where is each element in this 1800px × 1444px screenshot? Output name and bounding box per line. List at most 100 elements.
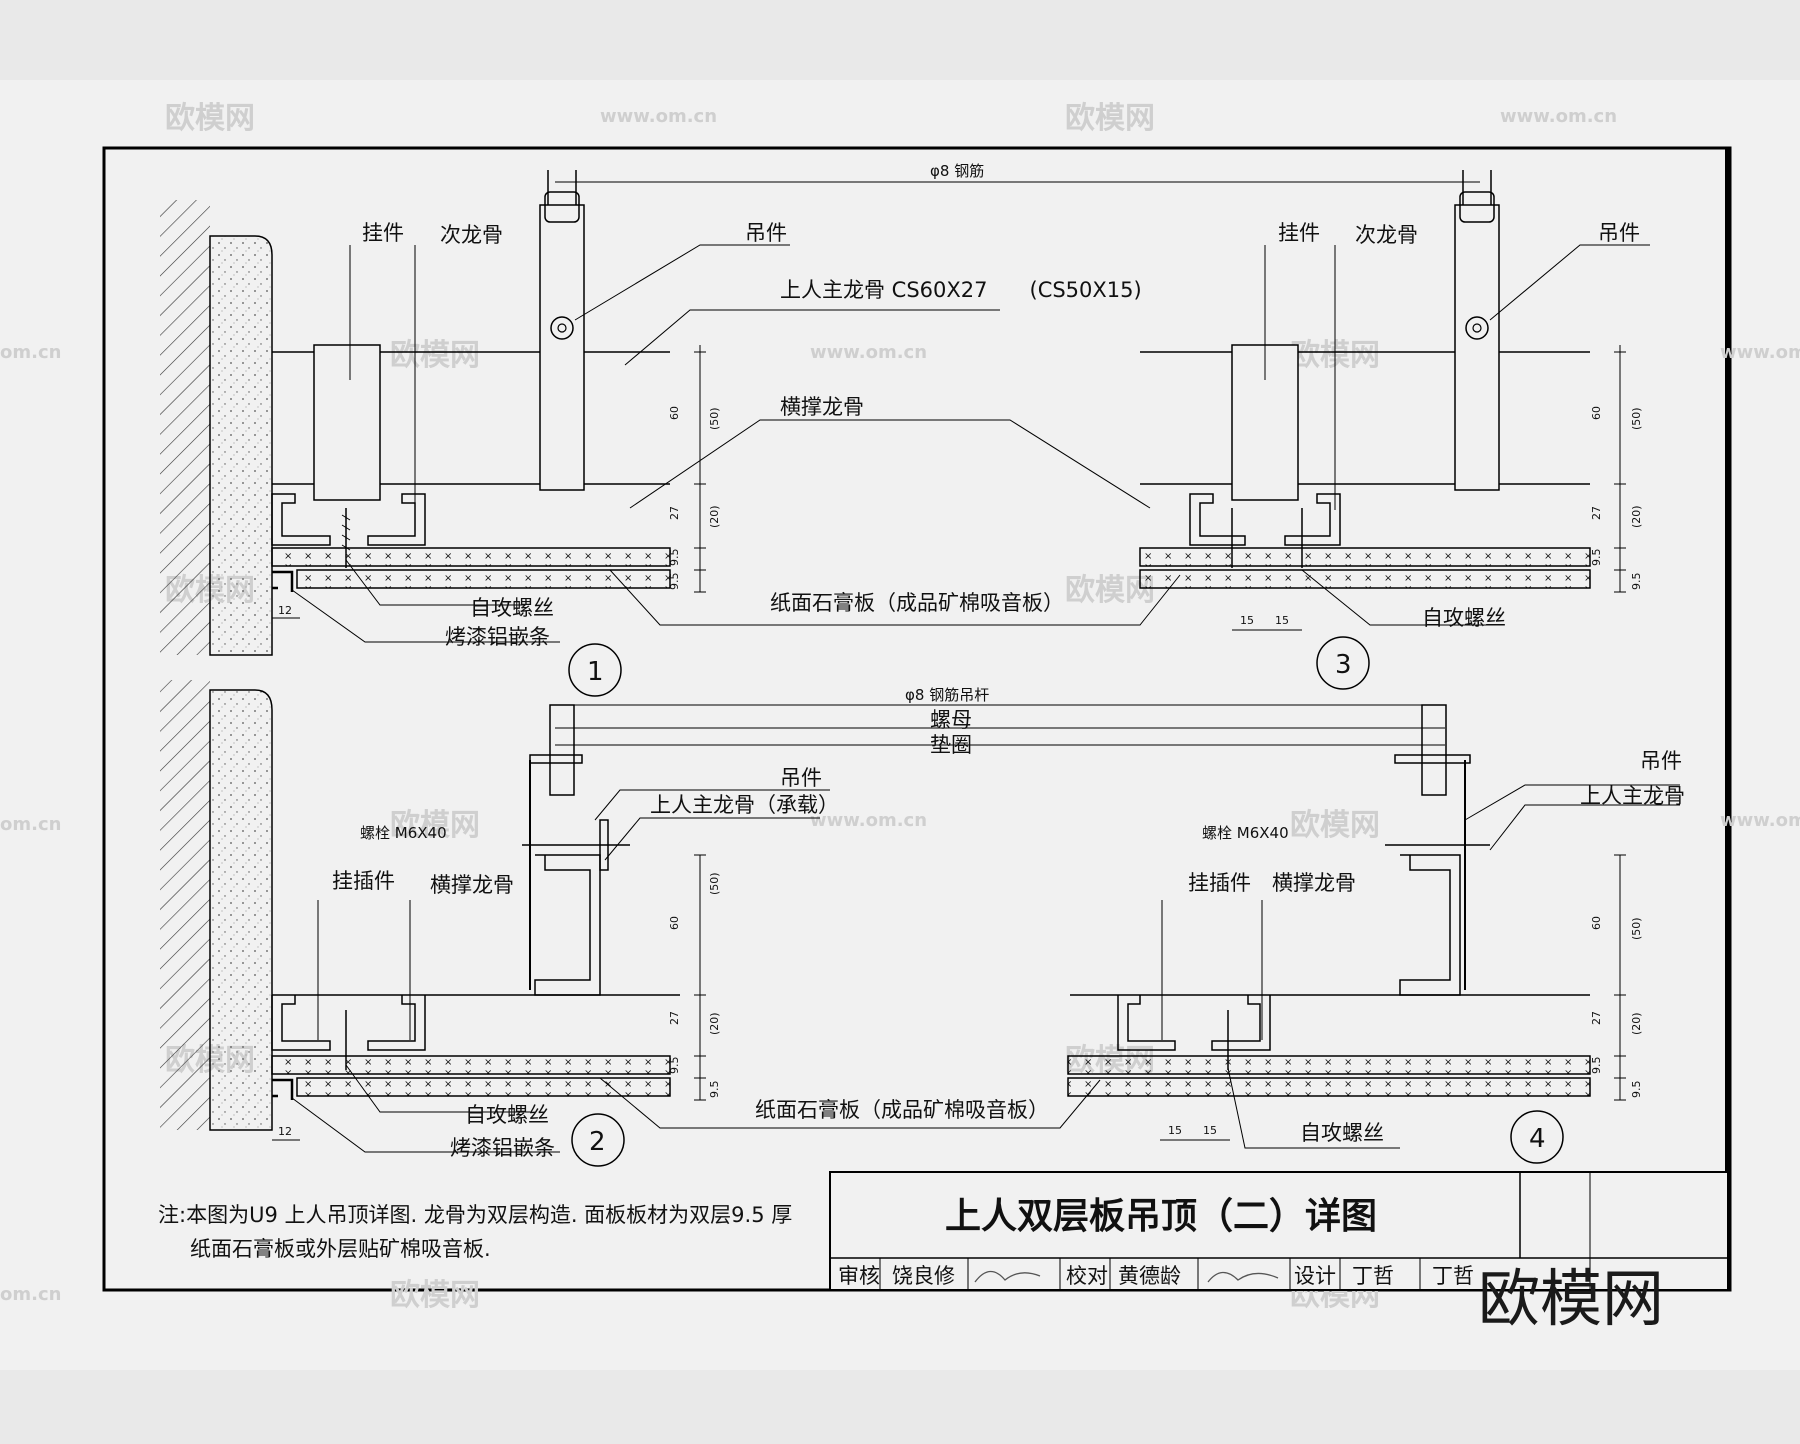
watermark-url: om.cn — [0, 342, 61, 363]
label-screw: 自攻螺丝 — [465, 1103, 549, 1127]
signature-icon — [1207, 1271, 1279, 1283]
wall-hatch — [160, 200, 210, 655]
c-channel — [271, 995, 331, 1051]
gypsum-board — [1139, 547, 1591, 567]
dim-9-5: 9.5 — [1630, 573, 1643, 591]
rebar-rod — [549, 704, 575, 796]
alu-strip — [272, 1078, 294, 1100]
label-rebar: φ8 钢筋 — [930, 162, 984, 180]
watermark-brand: 欧模网 — [165, 101, 255, 136]
tb-designer-sign: 丁哲 — [1432, 1264, 1474, 1288]
c-channel — [367, 493, 426, 546]
tb-checker: 黄德龄 — [1118, 1264, 1181, 1288]
gypsum-board — [271, 547, 671, 567]
c-channel — [271, 493, 331, 546]
label-insert: 挂插件 — [1188, 871, 1251, 895]
drawing-title: 上人双层板吊顶（二）详图 — [945, 1196, 1377, 1237]
c-channel — [1189, 493, 1246, 546]
watermark-url: www.om.cn — [1500, 106, 1617, 127]
detail-marker-1 — [568, 643, 622, 697]
wall-hatch — [160, 680, 210, 1130]
label-hanger-part: 吊件 — [1640, 749, 1682, 773]
gypsum-board — [296, 569, 671, 589]
watermark-url: www.om.cn — [1720, 342, 1800, 363]
hook-part — [313, 344, 381, 501]
dim-9-5: 9.5 — [668, 1057, 681, 1075]
dim-12: 12 — [278, 1125, 292, 1138]
bolt-icon — [1465, 316, 1489, 340]
label-rebar-rod: φ8 钢筋吊杆 — [905, 686, 989, 704]
dim-27: 27 — [1590, 506, 1603, 520]
watermark-brand: 欧模网 — [390, 1278, 480, 1313]
paper — [0, 80, 1800, 1370]
wall-plaster — [209, 689, 273, 1131]
gypsum-board — [271, 1055, 671, 1075]
label-cross-keel: 横撑龙骨 — [780, 395, 864, 419]
watermark-url: om.cn — [0, 814, 61, 835]
dim-20: (20) — [1630, 1012, 1643, 1035]
main-keel-load — [534, 854, 601, 996]
dim-9-5: 9.5 — [708, 1081, 721, 1099]
hanger — [1454, 204, 1500, 491]
label-main-keel-load: 上人主龙骨（承载） — [650, 793, 839, 817]
detail-1: 60 (50) 27 (20) 9.5 9.5 12 挂件 次龙骨 吊件 上人主… — [160, 162, 1480, 697]
tb-designer: 丁哲 — [1352, 1264, 1394, 1288]
label-screw: 自攻螺丝 — [470, 596, 554, 620]
dim-60: 60 — [668, 916, 681, 930]
label-hanger-part: 吊件 — [1598, 221, 1640, 245]
watermark-url: www.om.cn — [1720, 810, 1800, 831]
dim-50: (50) — [1630, 917, 1643, 940]
dim-50: (50) — [1630, 407, 1643, 430]
watermark-brand: 欧模网 — [1065, 101, 1155, 136]
detail-marker-4 — [1510, 1110, 1564, 1164]
watermark-url: om.cn — [0, 1284, 61, 1305]
detail-number-4: 4 — [1529, 1124, 1546, 1154]
tb-reviewer: 饶良修 — [892, 1264, 955, 1288]
c-channel — [1211, 995, 1271, 1051]
watermark-url: www.om.cn — [600, 106, 717, 127]
detail-number-1: 1 — [587, 657, 604, 687]
dim-60: 60 — [1590, 916, 1603, 930]
label-hook: 挂件 — [362, 221, 404, 245]
watermark-brand: 欧模网 — [390, 338, 480, 373]
watermark-url: www.om.cn — [810, 342, 927, 363]
label-main-keel: 上人主龙骨 — [1580, 784, 1685, 808]
detail-marker-3 — [1316, 636, 1370, 690]
c-channel — [367, 995, 426, 1051]
note-line-1: 注:本图为U9 上人吊顶详图. 龙骨为双层构造. 面板板材为双层9.5 厚 — [158, 1203, 792, 1227]
detail-4: 60 (50) 27 (20) 9.5 9.5 15 15 吊件 上人主龙骨 螺… — [1067, 704, 1685, 1164]
hanger — [539, 204, 585, 491]
watermark-url: www.om.cn — [810, 810, 927, 831]
dim-9-5: 9.5 — [668, 549, 681, 567]
label-washer: 垫圈 — [930, 733, 972, 757]
detail-marker-2 — [571, 1113, 625, 1167]
dim-27: 27 — [668, 1011, 681, 1025]
label-insert: 挂插件 — [332, 869, 395, 893]
dim-50: (50) — [708, 872, 721, 895]
dim-15: 15 — [1168, 1124, 1182, 1137]
c-channel — [1117, 995, 1176, 1051]
dim-50: (50) — [708, 407, 721, 430]
dim-20: (20) — [708, 505, 721, 528]
dim-27: 27 — [1590, 1011, 1603, 1025]
watermark-brand: 欧模网 — [390, 808, 480, 843]
dim-12: 12 — [278, 604, 292, 617]
watermark-logo: 欧模网 — [1478, 1262, 1664, 1335]
wall-plaster — [209, 235, 273, 656]
label-nut: 螺母 — [930, 708, 972, 732]
label-bolt: 螺栓 M6X40 — [1202, 824, 1289, 842]
dim-9-5: 9.5 — [1630, 1081, 1643, 1099]
alu-strip — [272, 570, 294, 592]
label-screw: 自攻螺丝 — [1300, 1121, 1384, 1145]
dim-9-5: 9.5 — [668, 573, 681, 591]
label-cross-keel: 横撑龙骨 — [430, 873, 514, 897]
label-cross-keel: 横撑龙骨 — [1272, 871, 1356, 895]
label-secondary-keel: 次龙骨 — [1355, 223, 1418, 247]
label-main-keel: 上人主龙骨 CS60X27 (CS50X15) — [780, 278, 1142, 302]
rebar-rod — [1421, 704, 1447, 796]
tb-check-label: 校对 — [1066, 1264, 1108, 1288]
label-alu-strip: 烤漆铝嵌条 — [445, 625, 550, 649]
label-hanger-part: 吊件 — [780, 766, 822, 790]
